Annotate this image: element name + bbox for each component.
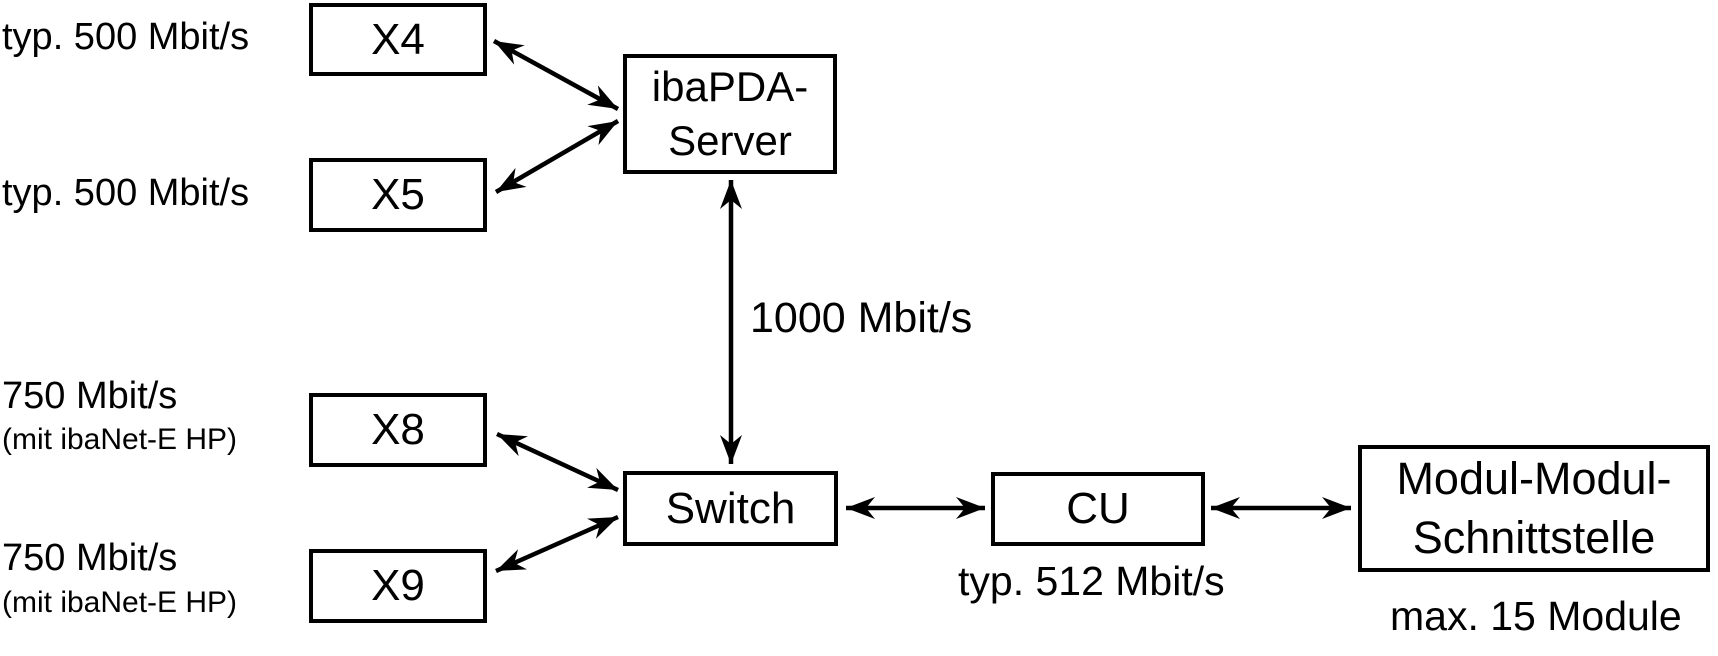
node-switch: Switch xyxy=(623,471,838,546)
node-x5-label: X5 xyxy=(371,170,425,219)
label-cu-rate: typ. 512 Mbit/s xyxy=(958,558,1225,604)
node-x5: X5 xyxy=(309,158,487,232)
node-x9: X9 xyxy=(309,549,487,623)
node-ibapda-server-label-line2: Server xyxy=(668,117,792,164)
node-x8-label: X8 xyxy=(371,405,425,454)
node-switch-label: Switch xyxy=(665,483,796,533)
label-x4-rate: typ. 500 Mbit/s xyxy=(2,16,250,58)
arrow-x4-server xyxy=(492,39,620,111)
node-x4-label: X4 xyxy=(371,14,425,64)
node-modul-modul-schnittstelle: Modul-Modul- Schnittstelle xyxy=(1358,445,1710,572)
arrow-x9-switch xyxy=(495,514,619,574)
node-modul-label-line2: Schnittstelle xyxy=(1412,511,1656,563)
node-x4: X4 xyxy=(309,3,487,76)
label-server-switch-rate: 1000 Mbit/s xyxy=(750,294,973,342)
node-x9-label: X9 xyxy=(371,561,425,610)
label-modul-note: max. 15 Module xyxy=(1390,593,1682,639)
label-x9-rate: 750 Mbit/s xyxy=(2,537,178,579)
arrow-x5-server xyxy=(494,119,620,194)
node-ibapda-server-label-line1: ibaPDA- xyxy=(651,63,809,111)
label-x8-rate: 750 Mbit/s xyxy=(2,375,178,417)
label-x9-note: (mit ibaNet-E HP) xyxy=(2,586,238,619)
arrow-x8-switch xyxy=(496,431,619,493)
node-x8: X8 xyxy=(309,393,487,467)
node-ibapda-server: ibaPDA- Server xyxy=(623,54,837,174)
label-x5-rate: typ. 500 Mbit/s xyxy=(2,172,250,214)
label-x8-note: (mit ibaNet-E HP) xyxy=(2,423,238,456)
node-cu-label: CU xyxy=(1066,484,1130,533)
node-cu: CU xyxy=(991,472,1205,546)
node-modul-label-line1: Modul-Modul- xyxy=(1396,453,1672,504)
